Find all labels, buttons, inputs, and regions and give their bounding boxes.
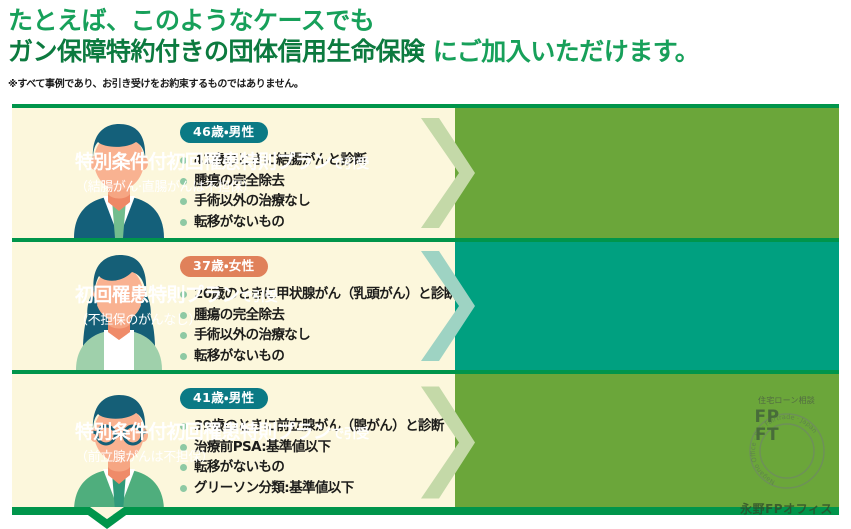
condition-item: 転移がないもの (180, 346, 470, 367)
condition-list: 39歳のときに前立腺がん（腺がん）と診断 治療前PSA:基準値以下 転移がないも… (180, 416, 470, 498)
headline-line-1: たとえば、このようなケースでも (8, 6, 375, 35)
plan-name: 初回罹患特則プラン (75, 284, 240, 306)
case-right-pane (455, 108, 839, 238)
condition-item: 腫瘍の完全除去 (180, 305, 470, 326)
row-divider (12, 238, 839, 242)
plan-exclusion: （前立腺がんは不担保） (75, 449, 214, 465)
condition-item: 41歳のときに結腸がんと診断 (180, 150, 470, 171)
man-suit-avatar (74, 124, 164, 238)
plan-result: 特別条件付初回罹患特則プランで引受 （結腸がん·直腸がんは不担保） (75, 150, 369, 196)
plan-name: 特別条件付初回罹患特則プラン (75, 420, 332, 443)
disclaimer-note: ※すべて事例であり、お引き受けをお約束するものではありません。 (8, 79, 304, 90)
condition-item: 転移がないもの (180, 212, 470, 233)
condition-list: 41歳のときに結腸がんと診断 腫瘍の完全除去 手術以外の治療なし 転移がないもの (180, 150, 470, 232)
header: たとえば、このようなケースでも ガン保障特約付きの団体信用生命保険 にご加入いた… (0, 0, 851, 104)
age-gender-badge: 41歳・男性 (180, 388, 268, 409)
man-glasses-avatar (74, 395, 164, 511)
plan-name-line: 特別条件付初回罹患特則プランで引受 (75, 420, 369, 447)
condition-item: 39歳のときに前立腺がん（腺がん）と診断 (180, 416, 470, 437)
case-details: 46歳・男性 41歳のときに結腸がんと診断 腫瘍の完全除去 手術以外の治療なし … (180, 121, 470, 232)
headline-strong: ガン保障特約付きの団体信用生命保険 (8, 37, 425, 66)
headline-rest: にご加入いただけます。 (424, 37, 700, 66)
condition-item: グリーソン分類:基準値以下 (180, 478, 470, 499)
case-row: 41歳・男性 39歳のときに前立腺がん（腺がん）と診断 治療前PSA:基準値以下… (12, 374, 839, 511)
condition-item: 手術以外の治療なし (180, 325, 470, 346)
plan-result: 特別条件付初回罹患特則プランで引受 （前立腺がんは不担保） (75, 420, 369, 466)
plan-suffix: で引受 (239, 290, 278, 305)
plan-exclusion: （結腸がん·直腸がんは不担保） (75, 180, 256, 195)
plan-name-line: 初回罹患特則プランで引受 (75, 283, 278, 310)
condition-item: 治療前PSA:基準値以下 (180, 437, 470, 458)
row-divider (12, 370, 839, 374)
case-right-pane (455, 374, 839, 511)
case-row: 46歳・男性 41歳のときに結腸がんと診断 腫瘍の完全除去 手術以外の治療なし … (12, 108, 839, 238)
plan-name: 特別条件付初回罹患特則プラン (75, 151, 332, 173)
cases-table: 46歳・男性 41歳のときに結腸がんと診断 腫瘍の完全除去 手術以外の治療なし … (12, 104, 839, 515)
plan-result: 初回罹患特則プランで引受 （不担保のがんなし） (75, 283, 278, 329)
age-gender-badge: 46歳・男性 (180, 122, 268, 143)
plan-name-line: 特別条件付初回罹患特則プランで引受 (75, 150, 369, 177)
case-details: 41歳・男性 39歳のときに前立腺がん（腺がん）と診断 治療前PSA:基準値以下… (180, 387, 470, 498)
case-row: 37歳・女性 26歳のときに甲状腺がん（乳頭がん）と診断 腫瘍の完全除去 手術以… (12, 242, 839, 370)
age-gender-badge: 37歳・女性 (180, 256, 268, 277)
down-chevron-icon (77, 507, 137, 529)
condition-item: 腫瘍の完全除去 (180, 171, 470, 192)
plan-suffix: で引受 (331, 157, 369, 172)
case-details: 37歳・女性 26歳のときに甲状腺がん（乳頭がん）と診断 腫瘍の完全除去 手術以… (180, 255, 470, 366)
woman-avatar (76, 255, 162, 370)
condition-item: 手術以外の治療なし (180, 191, 470, 212)
table-top-rule (12, 104, 839, 108)
headline-line-2: ガン保障特約付きの団体信用生命保険 にご加入いただけます。 (8, 36, 851, 68)
case-right-pane (455, 242, 839, 370)
condition-item: 26歳のときに甲状腺がん（乳頭がん）と診断 (180, 284, 470, 305)
condition-list: 26歳のときに甲状腺がん（乳頭がん）と診断 腫瘍の完全除去 手術以外の治療なし … (180, 284, 470, 366)
plan-suffix: で引受 (331, 426, 369, 442)
plan-exclusion: （不担保のがんなし） (75, 313, 202, 328)
table-bottom-rule (12, 507, 839, 515)
condition-item: 転移がないもの (180, 457, 470, 478)
